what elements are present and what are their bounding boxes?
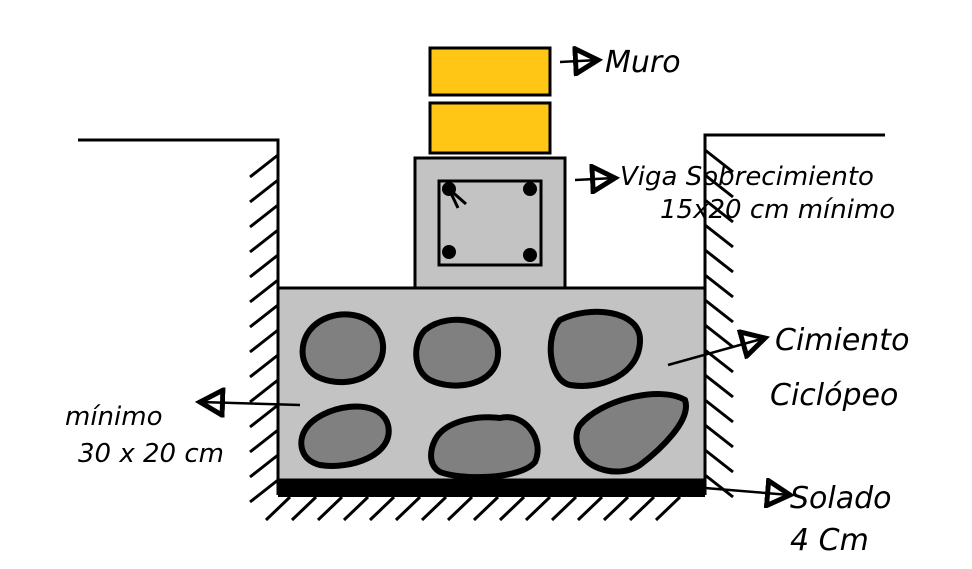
- hatch-line: [602, 495, 630, 522]
- label-viga-size: 15x20 cm mínimo: [660, 195, 895, 225]
- cimiento-arrow: [667, 338, 765, 367]
- hatch-line: [264, 495, 292, 522]
- rebar: [442, 245, 456, 259]
- hatch-line: [704, 473, 734, 499]
- hatch-line: [446, 495, 474, 522]
- hatch-line: [249, 228, 279, 254]
- hatch-line: [249, 153, 279, 179]
- hatch-line: [654, 495, 682, 522]
- hatch-line: [498, 495, 526, 522]
- soil-hatching: [249, 148, 734, 522]
- stone: [547, 308, 644, 389]
- hatch-line: [704, 298, 734, 324]
- stone: [413, 316, 502, 389]
- hatch-line: [249, 378, 279, 404]
- hatch-line: [704, 248, 734, 274]
- label-minimo-size: 30 x 20 cm: [78, 439, 224, 469]
- hatch-line: [249, 428, 279, 454]
- hatch-line: [704, 423, 734, 449]
- hatch-line: [704, 448, 734, 474]
- hatch-line: [704, 223, 734, 249]
- hatch-line: [704, 323, 734, 349]
- hatch-line: [342, 495, 370, 522]
- muro-arrow: [559, 60, 598, 62]
- hatch-line: [249, 178, 279, 204]
- hatch-line: [290, 495, 318, 522]
- hatch-line: [704, 273, 734, 299]
- solado-arrow: [704, 488, 790, 495]
- hatch-line: [628, 495, 656, 522]
- hatch-line: [704, 198, 734, 224]
- hatch-line: [249, 278, 279, 304]
- hatch-line: [249, 203, 279, 229]
- hatch-line: [704, 398, 734, 424]
- hatch-line: [472, 495, 500, 522]
- wall-brick: [428, 46, 552, 97]
- wall-brick: [428, 101, 552, 155]
- hatch-line: [249, 478, 279, 504]
- hatch-line: [420, 495, 448, 522]
- minimo-arrow: [200, 402, 301, 405]
- label-solado: Solado: [790, 481, 892, 516]
- rebar: [523, 248, 537, 262]
- stones: [298, 308, 689, 481]
- label-minimo: mínimo: [65, 402, 163, 432]
- viga-stirrup: [437, 179, 543, 267]
- solado-layer: [278, 480, 705, 497]
- hatch-line: [368, 495, 396, 522]
- hatch-line: [704, 373, 734, 399]
- hatch-line: [249, 303, 279, 329]
- hatch-line: [249, 353, 279, 379]
- hatch-line: [576, 495, 604, 522]
- label-ciclopeo: Ciclópeo: [770, 378, 898, 413]
- hatch-line: [704, 148, 734, 174]
- viga-arrow: [574, 178, 615, 180]
- hatch-line: [394, 495, 422, 522]
- hatch-line: [249, 328, 279, 354]
- hatch-line: [316, 495, 344, 522]
- label-cimiento: Cimiento: [775, 323, 909, 358]
- hatch-line: [249, 403, 279, 429]
- stone: [298, 403, 392, 469]
- stone: [299, 311, 387, 386]
- hatch-line: [704, 173, 734, 199]
- stone: [428, 414, 541, 481]
- label-solado-size: 4 Cm: [790, 523, 869, 558]
- hatch-line: [550, 495, 578, 522]
- rebar: [523, 182, 537, 196]
- hatch-line: [249, 253, 279, 279]
- label-muro: Muro: [605, 45, 681, 80]
- hatch-line: [524, 495, 552, 522]
- stirrup-hook: [447, 187, 467, 209]
- hatch-line: [249, 453, 279, 479]
- label-viga: Viga Sobrecimiento: [620, 162, 874, 192]
- stone: [573, 391, 689, 475]
